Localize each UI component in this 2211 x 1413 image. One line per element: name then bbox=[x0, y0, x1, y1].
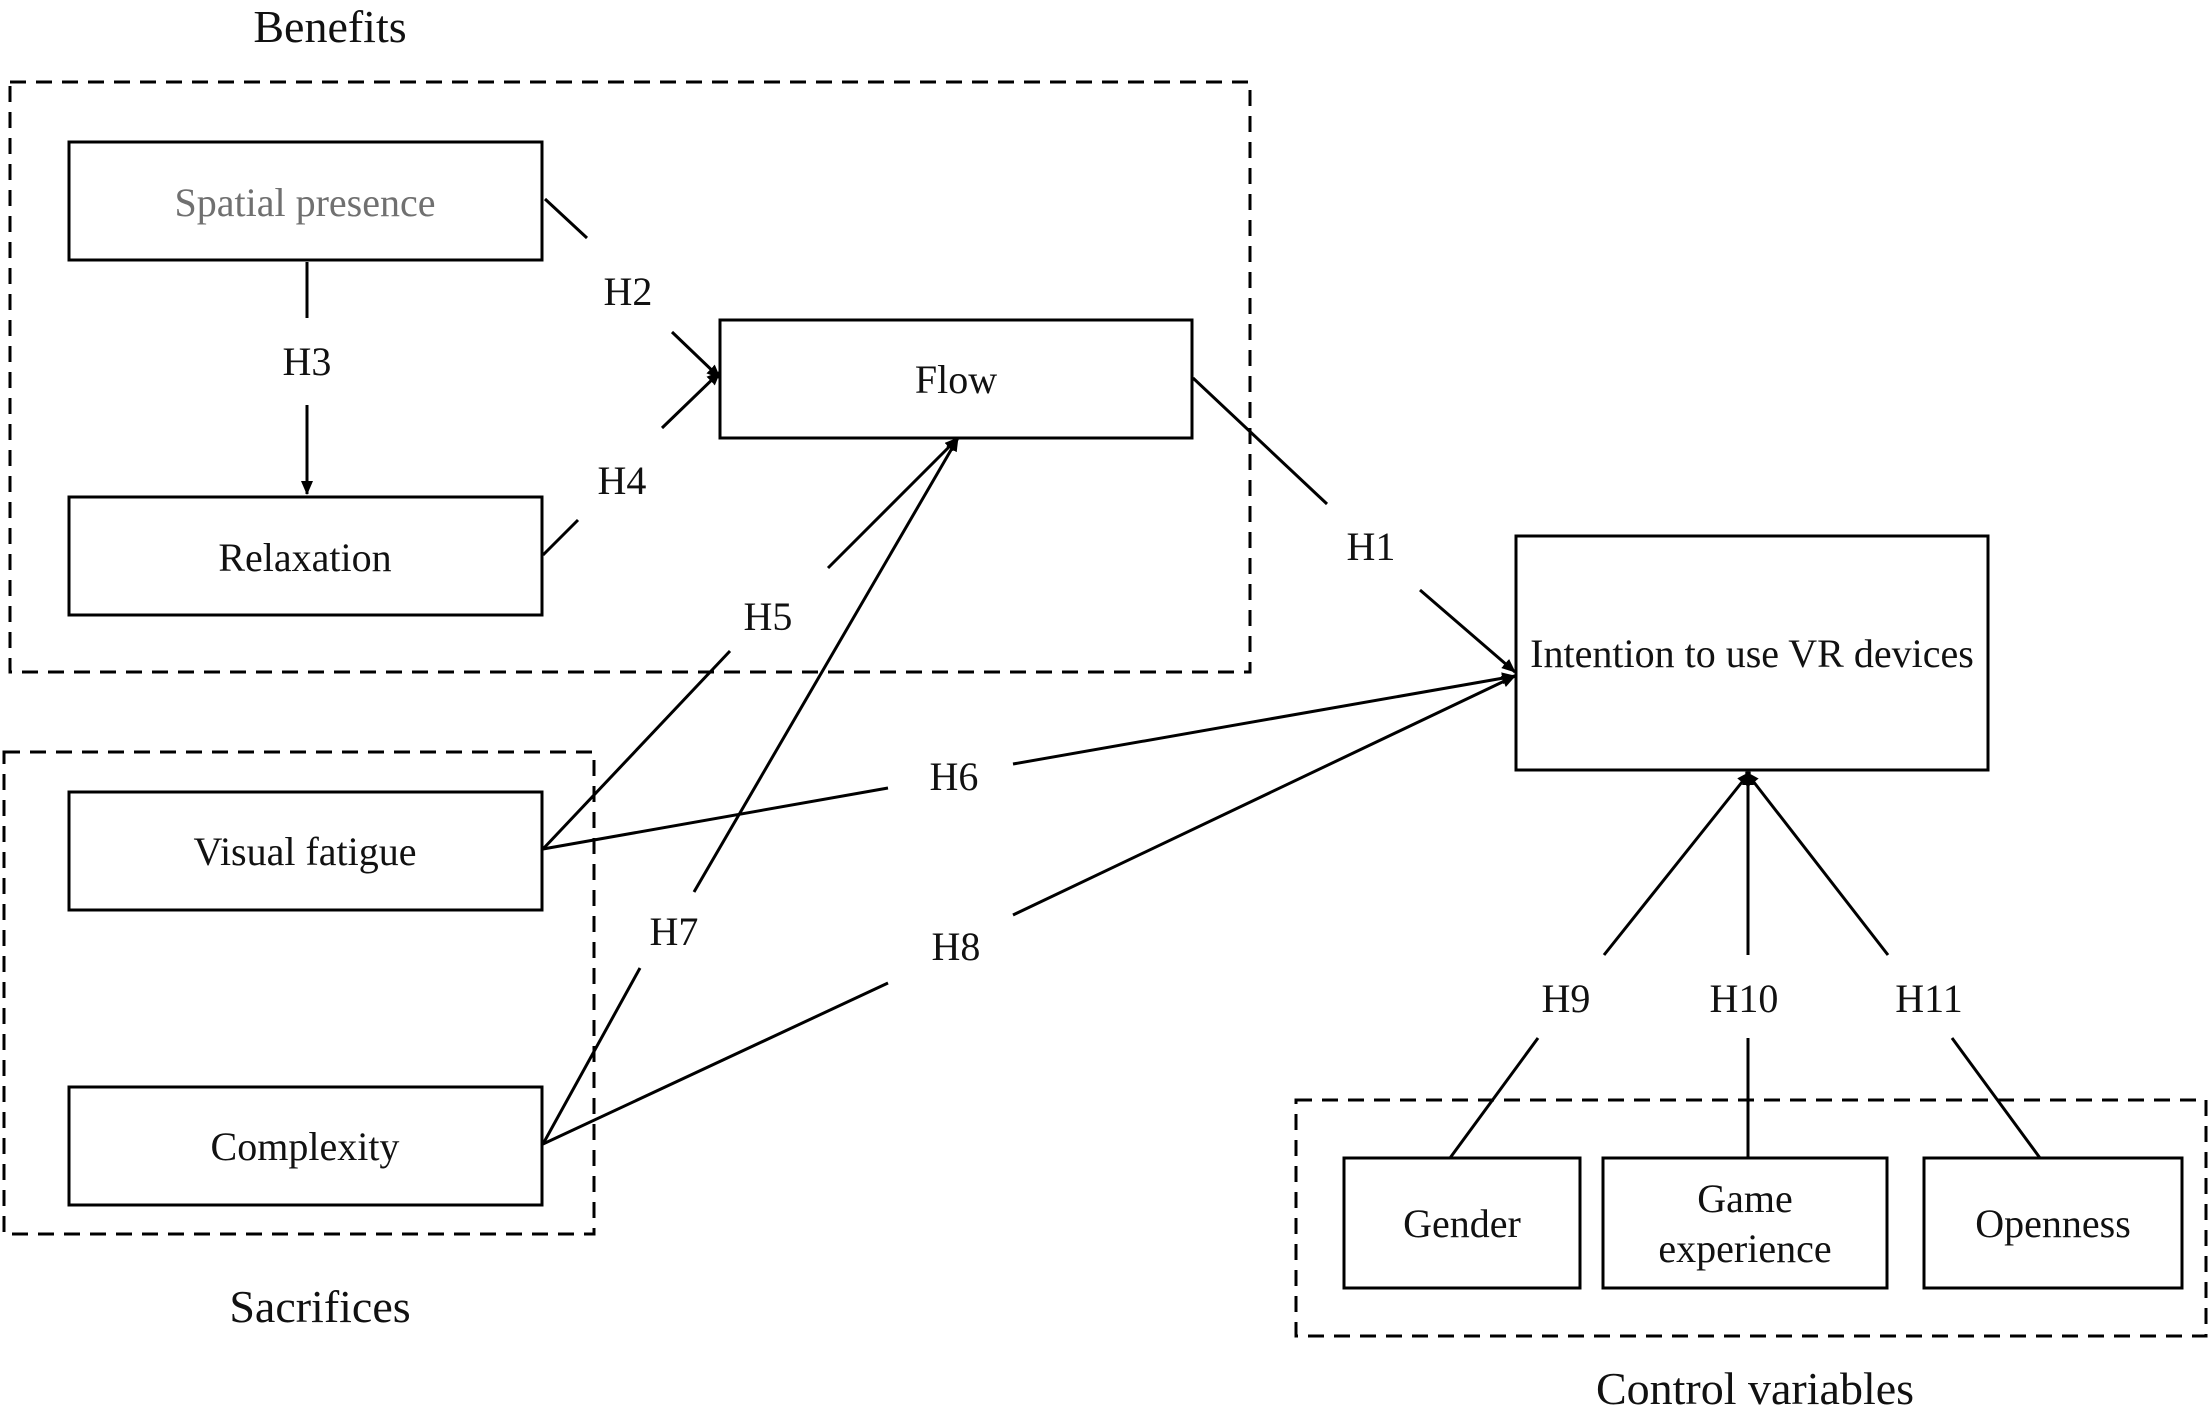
edge-h8-left bbox=[542, 981, 889, 1146]
complexity-label: Complexity bbox=[211, 1124, 400, 1169]
relaxation-box bbox=[67, 495, 544, 617]
hypothesis-label-h5: H5 bbox=[744, 594, 793, 639]
game-experience-label-line1: Game bbox=[1697, 1176, 1793, 1221]
edge-h4-lower bbox=[541, 518, 580, 557]
hypothesis-label-h9: H9 bbox=[1542, 976, 1591, 1021]
benefits-group bbox=[8, 80, 1252, 674]
flow-label: Flow bbox=[915, 357, 997, 402]
hypothesis-label-h8: H8 bbox=[932, 924, 981, 969]
edge-h9-lower bbox=[1448, 1037, 1540, 1159]
visual-fatigue-box bbox=[67, 790, 544, 912]
relaxation-label: Relaxation bbox=[218, 535, 391, 580]
intention-label: Intention to use VR devices bbox=[1530, 631, 1974, 676]
hypothesis-label-h1: H1 bbox=[1347, 524, 1396, 569]
openness-label: Openness bbox=[1975, 1201, 2131, 1246]
sacrifices-title: Sacrifices bbox=[229, 1281, 410, 1332]
complexity-box bbox=[67, 1085, 544, 1207]
gender-label: Gender bbox=[1403, 1201, 1521, 1246]
hypothesis-label-h6: H6 bbox=[930, 754, 979, 799]
hypothesis-label-h4: H4 bbox=[598, 458, 647, 503]
edge-h2-lower bbox=[670, 330, 722, 380]
hypothesis-label-h7: H7 bbox=[650, 909, 699, 954]
game-experience-box bbox=[1601, 1156, 1889, 1290]
edge-h11-lower bbox=[1950, 1037, 2042, 1159]
edge-h8-right bbox=[1012, 674, 1516, 917]
openness-box bbox=[1922, 1156, 2184, 1290]
edge-h7-upper bbox=[692, 437, 960, 893]
edge-h7-lower bbox=[541, 967, 642, 1145]
edge-h11-upper bbox=[1744, 771, 1890, 956]
edge-h2-upper bbox=[543, 197, 589, 240]
edge-h5-lower bbox=[541, 649, 732, 851]
hypothesis-label-h3: H3 bbox=[283, 339, 332, 384]
flow-box bbox=[718, 318, 1194, 440]
hypothesis-label-h11: H11 bbox=[1895, 976, 1962, 1021]
edge-h9-upper bbox=[1602, 771, 1752, 956]
benefits-title: Benefits bbox=[253, 1, 406, 52]
edge-h1-upper bbox=[1191, 376, 1329, 506]
edge-h1-lower bbox=[1419, 588, 1516, 674]
spatial-presence-box bbox=[67, 140, 544, 262]
edge-h6-right bbox=[1012, 672, 1516, 766]
sacrifices-group bbox=[2, 750, 596, 1236]
gender-box bbox=[1342, 1156, 1582, 1290]
edge-h5-upper bbox=[826, 436, 960, 570]
visual-fatigue-label: Visual fatigue bbox=[193, 829, 416, 874]
control-variables-title: Control variables bbox=[1596, 1363, 1914, 1413]
hypothesis-label-h10: H10 bbox=[1710, 976, 1779, 1021]
intention-box bbox=[1514, 534, 1990, 772]
edge-h4-upper bbox=[660, 370, 722, 430]
game-experience-label-line2: experience bbox=[1658, 1226, 1831, 1271]
spatial-presence-label: Spatial presence bbox=[175, 180, 436, 225]
edge-h6-left bbox=[542, 786, 889, 851]
control-variables-group bbox=[1294, 1098, 2208, 1338]
hypothesis-label-h2: H2 bbox=[604, 269, 653, 314]
